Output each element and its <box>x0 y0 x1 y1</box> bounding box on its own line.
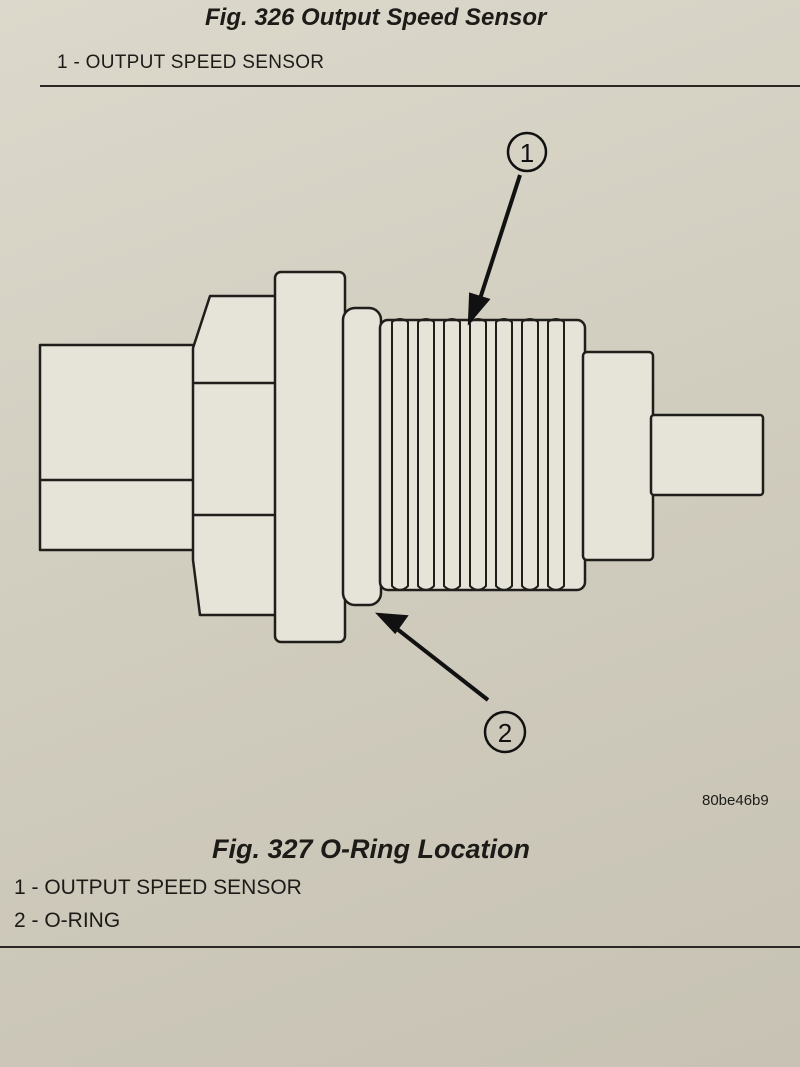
sensor-flange <box>273 270 347 644</box>
output-speed-sensor-drawing: 1 2 <box>38 131 765 754</box>
o-ring <box>341 306 383 607</box>
figure-327-title: Fig. 327 O-Ring Location <box>212 834 531 864</box>
callout-2: 2 <box>498 718 512 748</box>
bottom-divider <box>0 946 800 948</box>
figure-327-caption-item-1: 1 - OUTPUT SPEED SENSOR <box>14 876 302 899</box>
sensor-connector <box>38 343 207 552</box>
figure-327-caption-item-2: 2 - O-RING <box>14 909 121 932</box>
sensor-collar <box>581 350 655 562</box>
figure-326-caption-item: 1 - OUTPUT SPEED SENSOR <box>57 52 325 73</box>
sensor-threads <box>378 318 587 592</box>
sensor-tip <box>649 413 765 497</box>
top-divider <box>40 85 800 87</box>
figure-326-title: Fig. 326 Output Speed Sensor <box>205 4 547 31</box>
figure-code: 80be46b9 <box>702 792 769 809</box>
callout-1: 1 <box>520 138 534 168</box>
sensor-hex-nut <box>191 294 282 617</box>
